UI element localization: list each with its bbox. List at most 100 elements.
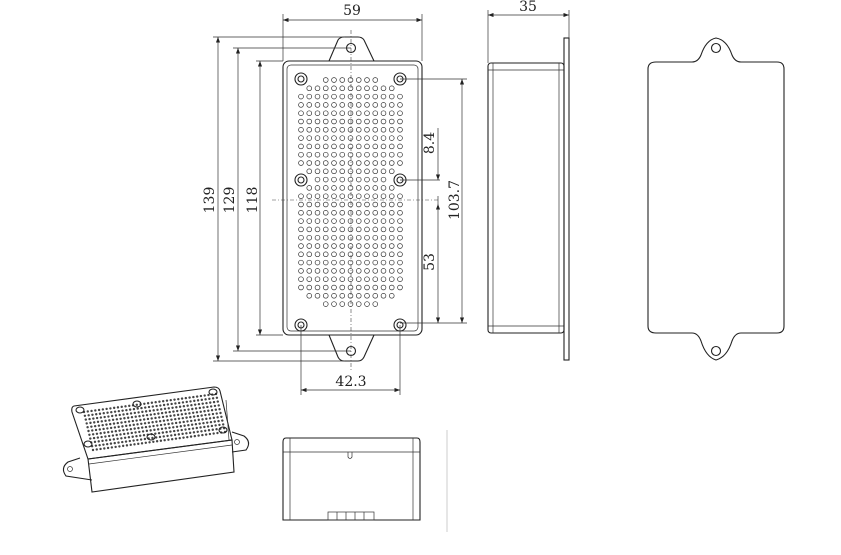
vent-hole (364, 234, 370, 241)
iso-vent-hole (188, 427, 191, 431)
iso-vent-hole (174, 421, 178, 425)
iso-vent-hole (190, 404, 193, 407)
iso-vent-hole (201, 433, 204, 437)
vent-hole (364, 268, 370, 274)
iso-screw (218, 426, 228, 434)
vent-hole (298, 118, 304, 125)
iso-vent-hole (207, 413, 211, 416)
iso-vent-hole (142, 434, 146, 437)
iso-vent-hole (126, 432, 130, 435)
vent-hole (380, 226, 387, 233)
iso-vent-hole (126, 416, 130, 419)
iso-vent-hole (105, 407, 108, 411)
iso-vent-hole (91, 413, 94, 416)
iso-vent-hole (168, 426, 171, 429)
iso-vent-hole (196, 430, 199, 433)
vent-hole (380, 201, 387, 208)
iso-vent-hole (153, 428, 156, 432)
vent-hole (298, 143, 304, 150)
iso-vent-hole (135, 419, 138, 422)
vent-hole (389, 85, 395, 92)
vent-hole (380, 151, 387, 158)
iso-vent-hole (177, 397, 180, 401)
vent-hole (389, 102, 395, 108)
vent-hole (306, 234, 313, 241)
iso-vent-hole (137, 426, 140, 430)
iso-vent-hole (215, 396, 219, 399)
vent-hole (364, 93, 370, 100)
vent-hole (339, 268, 346, 274)
vent-hole (331, 135, 337, 141)
vent-hole (298, 284, 304, 291)
iso-vent-hole (96, 420, 100, 424)
iso-vent-hole (197, 434, 200, 437)
dim-screw-spacing-vertical: 103.7 (447, 180, 463, 220)
iso-vent-hole (207, 429, 211, 432)
vent-hole (389, 243, 395, 249)
iso-vent-hole (106, 446, 110, 450)
vent-hole (372, 127, 379, 133)
iso-vent-hole (199, 394, 203, 398)
vent-hole (372, 251, 379, 258)
iso-vent-hole (110, 430, 114, 433)
iso-vent-hole (141, 410, 144, 414)
vent-hole (372, 226, 379, 233)
vent-hole (356, 127, 362, 133)
vent-hole (380, 168, 387, 175)
iso-vent-hole (178, 405, 182, 408)
iso-vent-hole (165, 399, 169, 402)
vent-hole (364, 284, 370, 291)
iso-vent-hole (137, 442, 140, 446)
iso-vent-hole (215, 428, 218, 431)
vent-hole (347, 226, 354, 233)
vent-hole (323, 168, 329, 175)
iso-vent-hole (205, 417, 208, 421)
vent-hole (397, 218, 403, 224)
iso-vent-hole (200, 398, 204, 402)
vent-hole (364, 210, 370, 216)
iso-vent-hole (198, 406, 202, 410)
vent-hole (389, 151, 395, 158)
vent-hole (380, 135, 387, 141)
vent-hole (347, 151, 354, 158)
iso-vent-hole (211, 428, 214, 431)
iso-vent-hole (203, 425, 206, 429)
iso-vent-hole (188, 412, 191, 415)
iso-vent-hole (169, 398, 172, 402)
iso-vent-hole (135, 403, 138, 406)
iso-vent-hole (143, 437, 147, 441)
vent-hole (380, 193, 387, 199)
vent-hole (372, 151, 379, 158)
back-bottom-hole (710, 345, 722, 357)
iso-vent-hole (157, 431, 161, 435)
vent-hole (356, 284, 362, 291)
iso-vent-hole (128, 404, 131, 408)
iso-vent-hole (111, 418, 115, 421)
iso-vent-hole (128, 424, 132, 427)
vent-hole (331, 185, 337, 191)
bottom-view (282, 437, 421, 521)
vent-hole (323, 284, 329, 291)
iso-vent-hole (169, 430, 172, 433)
vent-hole (364, 201, 370, 208)
vent-hole (356, 301, 362, 307)
iso-vent-hole (192, 415, 196, 418)
vent-hole (314, 243, 321, 249)
iso-screw (208, 388, 218, 396)
iso-vent-hole (108, 419, 111, 422)
vent-hole (314, 276, 321, 282)
vent-hole (356, 151, 362, 158)
vent-hole (364, 259, 370, 266)
iso-vent-hole (164, 427, 167, 430)
vent-hole (389, 218, 395, 224)
iso-vent-hole (181, 432, 184, 436)
vent-hole (339, 185, 346, 191)
vent-hole (372, 77, 379, 83)
iso-vent-hole (217, 419, 220, 423)
vent-hole (364, 102, 370, 108)
vent-hole (356, 201, 362, 208)
vent-hole (356, 77, 362, 83)
iso-vent-hole (102, 443, 105, 446)
side-view: 35 (487, 0, 570, 361)
